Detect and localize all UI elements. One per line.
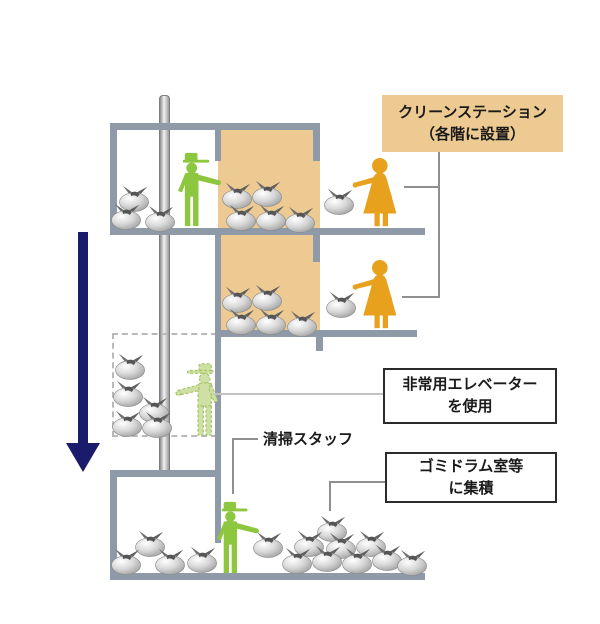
garbage-bag-icon (141, 408, 175, 438)
garbage-bag-icon (281, 544, 315, 574)
leader-clean-station-3f (404, 186, 440, 188)
leader-clean-station-vertical (438, 152, 440, 298)
floor-basement (110, 573, 425, 580)
cleaning-staff-figure-3f (175, 150, 222, 228)
garbage-bag-icon (286, 307, 320, 337)
wall-stub-below-2f (316, 335, 323, 351)
clean-station-callout-line2: （各階に設置） (419, 124, 525, 143)
garbage-bag-icon (341, 544, 375, 574)
garbage-bag-icon (114, 350, 148, 380)
drum-room-callout-line2: に集積 (448, 478, 494, 497)
clean-station-callout-line1: クリーンステーション (398, 102, 547, 121)
leader-drum-room-horizontal (329, 481, 386, 483)
emergency-elevator-callout-line2: を使用 (447, 397, 493, 415)
garbage-bag-icon (255, 305, 289, 335)
drum-room-callout-line1: ゴミドラム室等 (418, 456, 524, 475)
garbage-bag-icon (110, 545, 144, 575)
leader-clean-station-2f (402, 296, 440, 298)
leader-elevator (213, 393, 383, 395)
emergency-elevator-callout: 非常用エレベーター を使用 (383, 368, 557, 424)
wall-stub-2f-right-of-station (313, 228, 320, 262)
drum-room-callout: ゴミドラム室等 に集積 (385, 452, 557, 503)
garbage-bag-icon (225, 305, 259, 335)
garbage-bag-icon (284, 203, 318, 233)
emergency-elevator-callout-line1: 非常用エレベーター (402, 375, 538, 394)
garbage-bag-icon (154, 545, 188, 575)
cleaning-staff-figure-in-elevator (175, 361, 221, 437)
garbage-bag-icon (110, 200, 144, 230)
garbage-bag-icon (225, 201, 259, 231)
cleaning-staff-figure-basement (214, 499, 260, 575)
resident-figure-2f (350, 259, 398, 333)
ceiling-basement (110, 470, 220, 477)
cleaning-staff-label: 清掃スタッフ (263, 430, 354, 448)
down-arrow-head (66, 443, 100, 472)
left-wall-basement (110, 470, 117, 580)
garbage-bag-icon (396, 546, 430, 576)
left-wall-3f (110, 123, 117, 235)
garbage-bag-icon (144, 202, 178, 232)
leader-staff-horizontal (232, 438, 258, 440)
elevator-shaft-rail (159, 95, 170, 473)
resident-figure-3f (350, 157, 398, 231)
core-wall (215, 228, 221, 543)
garbage-bag-icon (311, 542, 345, 572)
down-arrow (78, 232, 88, 444)
wall-stub-3f-left-of-station (215, 123, 221, 161)
garbage-bag-icon (111, 407, 145, 437)
wall-stub-3f-right-of-station (313, 123, 320, 161)
floor-2f (215, 330, 417, 337)
floor-3f (110, 228, 425, 235)
clean-station-callout: クリーンステーション （各階に設置） (382, 95, 563, 152)
leader-staff-vertical (232, 438, 234, 494)
leader-drum-room-vertical (329, 481, 331, 511)
